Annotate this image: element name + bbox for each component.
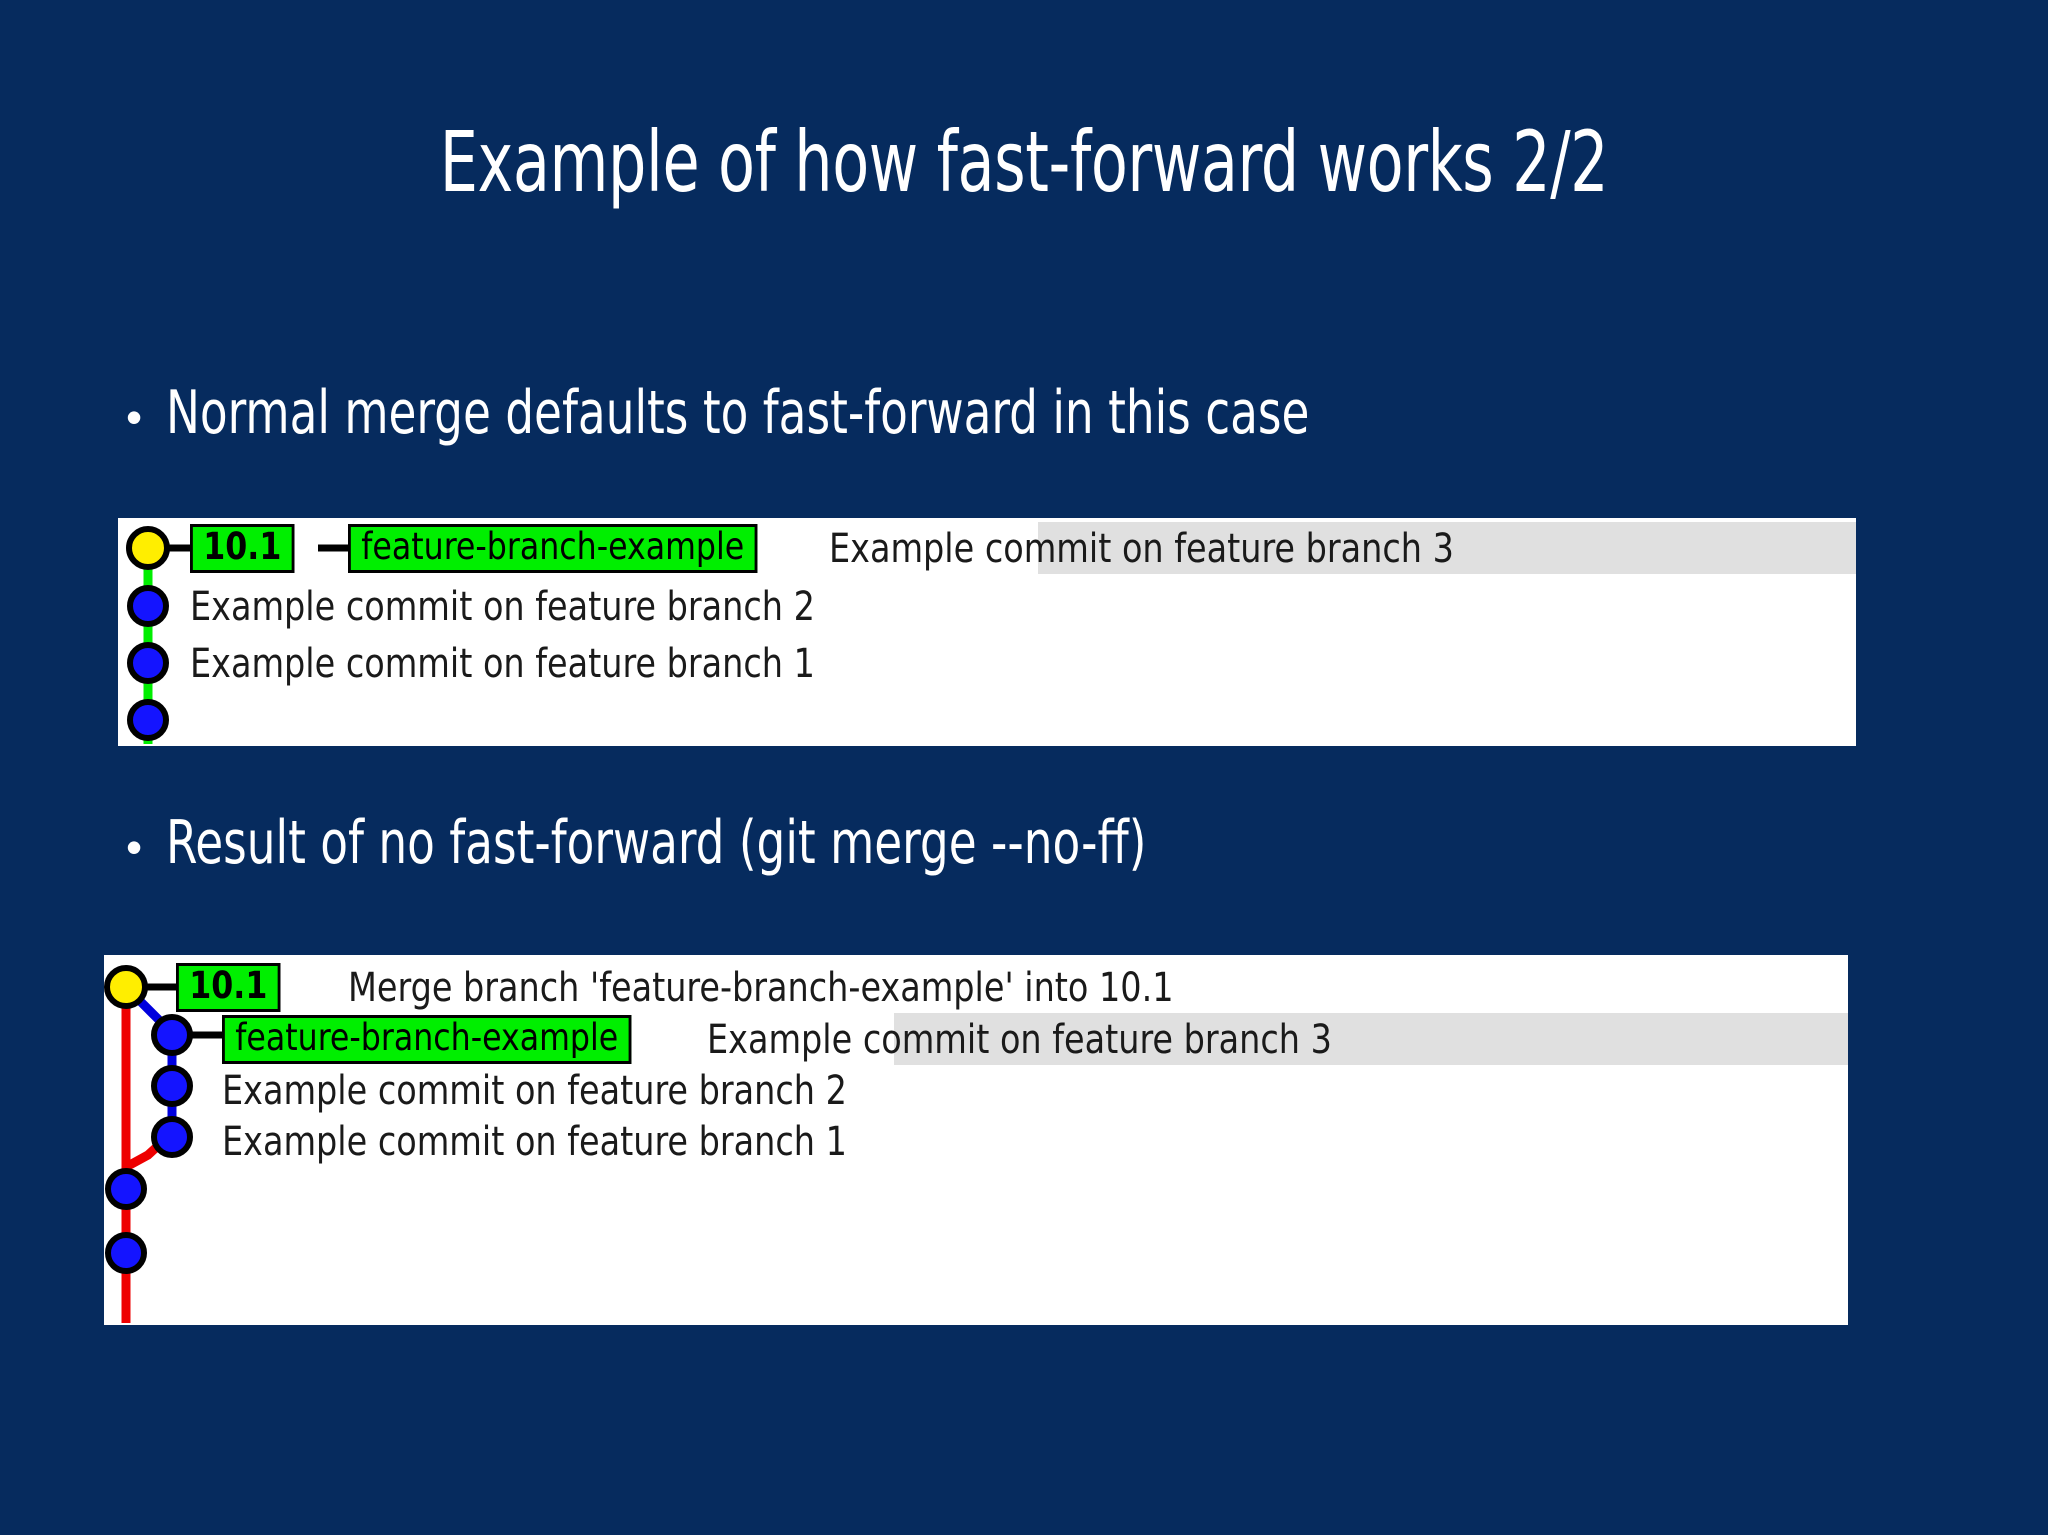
ref-label-branch[interactable]: feature-branch-example — [348, 523, 758, 574]
commit-row[interactable]: 10.1 Merge branch 'feature-branch-exampl… — [176, 959, 1236, 1016]
commit-graph — [104, 965, 222, 1323]
commit-row[interactable]: Example commit on feature branch 2 — [222, 1062, 894, 1119]
commit-row[interactable]: Example commit on feature branch 2 — [190, 578, 862, 635]
bullet-text-2: Result of no fast-forward (git merge --n… — [166, 808, 1147, 878]
commit-subject: Example commit on feature branch 3 — [829, 525, 1455, 572]
row-highlight-2 — [894, 1013, 1848, 1065]
bullet-item-2: • Result of no fast-forward (git merge -… — [126, 808, 1333, 878]
commit-row[interactable]: 10.1 feature-branch-example Example comm… — [190, 520, 1501, 577]
bullet-text-1: Normal merge defaults to fast-forward in… — [166, 378, 1310, 448]
bullet-item-1: • Normal merge defaults to fast-forward … — [126, 378, 1527, 448]
commit-graph — [126, 526, 368, 744]
commit-row[interactable]: Example commit on feature branch 1 — [190, 635, 862, 692]
commit-subject: Example commit on feature branch 2 — [222, 1067, 847, 1114]
bullet-marker-icon: • — [126, 821, 143, 873]
commit-subject: Example commit on feature branch 1 — [190, 640, 815, 687]
ref-label-branch[interactable]: feature-branch-example — [222, 1014, 632, 1065]
commit-subject: Example commit on feature branch 2 — [190, 583, 815, 630]
git-log-panel-no-fast-forward: 10.1 Merge branch 'feature-branch-exampl… — [104, 955, 1848, 1325]
commit-subject: Example commit on feature branch 3 — [707, 1016, 1332, 1063]
page-title: Example of how fast-forward works 2/2 — [439, 113, 1609, 211]
row-highlight-1 — [1038, 522, 1856, 574]
bullet-marker-icon: • — [126, 391, 143, 443]
commit-row[interactable]: feature-branch-example Example commit on… — [222, 1011, 1379, 1068]
git-log-panel-fast-forward: 10.1 feature-branch-example Example comm… — [118, 518, 1856, 746]
commit-subject: Example commit on feature branch 1 — [222, 1118, 847, 1165]
ref-label-tag[interactable]: 10.1 — [176, 962, 281, 1013]
commit-row[interactable]: Example commit on feature branch 1 — [222, 1113, 894, 1170]
ref-label-tag[interactable]: 10.1 — [190, 523, 295, 574]
commit-subject: Merge branch 'feature-branch-example' in… — [348, 964, 1174, 1011]
